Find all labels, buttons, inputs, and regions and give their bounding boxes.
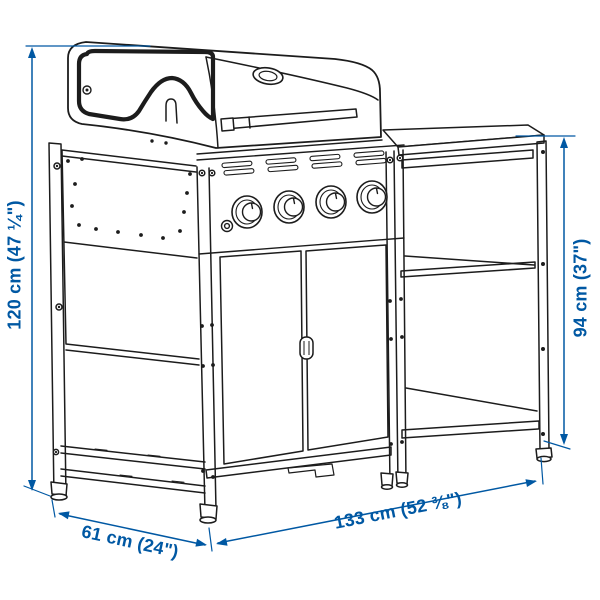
- height-arrow: [23, 45, 151, 497]
- grease-tray-bracket: [287, 463, 335, 478]
- dimension-label-height: 120 cm (47 ¼"): [4, 200, 25, 330]
- burner-knob-4: [356, 180, 388, 214]
- burner-knob-3: [315, 185, 347, 219]
- left-door: [219, 250, 304, 465]
- lid-handle: [220, 108, 358, 132]
- lid-thermometer: [252, 66, 284, 86]
- igniter-button: [220, 219, 234, 233]
- burner-knob-1: [231, 195, 263, 229]
- middle-shelf: [400, 255, 536, 278]
- dimension-arrows: [23, 45, 576, 552]
- cabinet-doors: [219, 244, 389, 465]
- side-rails: [60, 445, 206, 494]
- right-door: [305, 244, 389, 451]
- vent-slots: [221, 150, 387, 176]
- lid-side-handle-cutout: [76, 48, 216, 122]
- side-panel: [61, 149, 200, 366]
- side-panel-holes: [66, 139, 192, 240]
- grill-cart-frame: [48, 139, 409, 524]
- grill-lid: [67, 41, 382, 149]
- width-arrow: [216, 457, 544, 546]
- shelf-leg-bolts: [541, 150, 545, 436]
- bottom-shelf: [401, 387, 540, 439]
- dimension-label-worktop-height: 94 cm (37"): [570, 238, 591, 338]
- control-panel: [196, 139, 405, 255]
- door-handle: [299, 336, 314, 360]
- burner-knob-2: [273, 190, 305, 224]
- depth-arrow: [51, 499, 213, 552]
- side-shelf-unit: [382, 124, 553, 463]
- worktop-height-arrow: [515, 135, 576, 450]
